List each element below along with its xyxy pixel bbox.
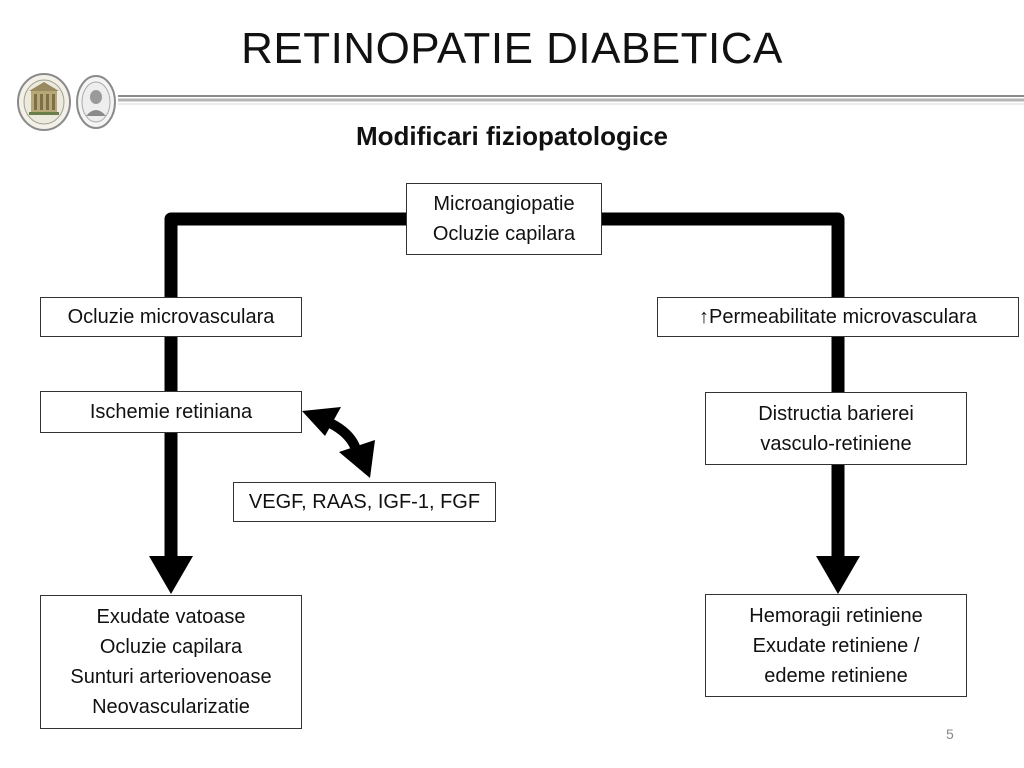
left-arrowhead xyxy=(149,556,193,594)
node-line: vasculo-retiniene xyxy=(760,432,912,455)
page-number: 5 xyxy=(946,726,954,742)
bidirectional-arrowhead-top xyxy=(302,407,341,436)
node-line: Ocluzie capilara xyxy=(99,636,243,658)
node-line: Ischemie retiniana xyxy=(89,401,253,423)
node-right-outcomes: Hemoragii retiniene Exudate retiniene / … xyxy=(705,594,967,697)
node-left-outcomes: Exudate vatoase Ocluzie capilara Sunturi… xyxy=(40,595,302,729)
portrait-seal-logo xyxy=(76,75,116,129)
node-line: Hemoragii retiniene xyxy=(749,604,923,627)
node-line: Sunturi arteriovenoase xyxy=(70,666,272,688)
slide-title: RETINOPATIE DIABETICA xyxy=(241,24,783,73)
slide-subtitle: Modificari fiziopatologice xyxy=(355,121,668,151)
university-building-logo xyxy=(17,73,71,131)
node-line: Exudate vatoase xyxy=(96,606,246,628)
node-barrier-destruction: Distructia barierei vasculo-retiniene xyxy=(705,392,967,465)
node-line: Exudate retiniene / xyxy=(752,634,920,657)
node-growth-factors: VEGF, RAAS, IGF-1, FGF xyxy=(233,482,496,522)
node-microvascular-occlusion: Ocluzie microvasculara xyxy=(40,297,302,337)
node-line: Neovascularizatie xyxy=(92,696,250,718)
node-retinal-ischemia: Ischemie retiniana xyxy=(40,391,302,433)
node-line: ↑Permeabilitate microvasculara xyxy=(699,306,977,328)
node-microvascular-permeability: ↑Permeabilitate microvasculara xyxy=(657,297,1019,337)
node-line: Ocluzie microvasculara xyxy=(67,306,275,328)
node-line: VEGF, RAAS, IGF-1, FGF xyxy=(248,491,481,513)
node-line: Distructia barierei xyxy=(758,402,914,425)
node-line: edeme retiniene xyxy=(764,664,908,687)
node-microangiopathy: Microangiopatie Ocluzie capilara xyxy=(406,183,602,255)
bidirectional-arrowhead-bottom xyxy=(339,440,375,478)
right-arrowhead xyxy=(816,556,860,594)
node-line: Ocluzie capilara xyxy=(432,223,576,245)
title-rule xyxy=(118,95,1024,105)
node-line: Microangiopatie xyxy=(433,193,575,215)
